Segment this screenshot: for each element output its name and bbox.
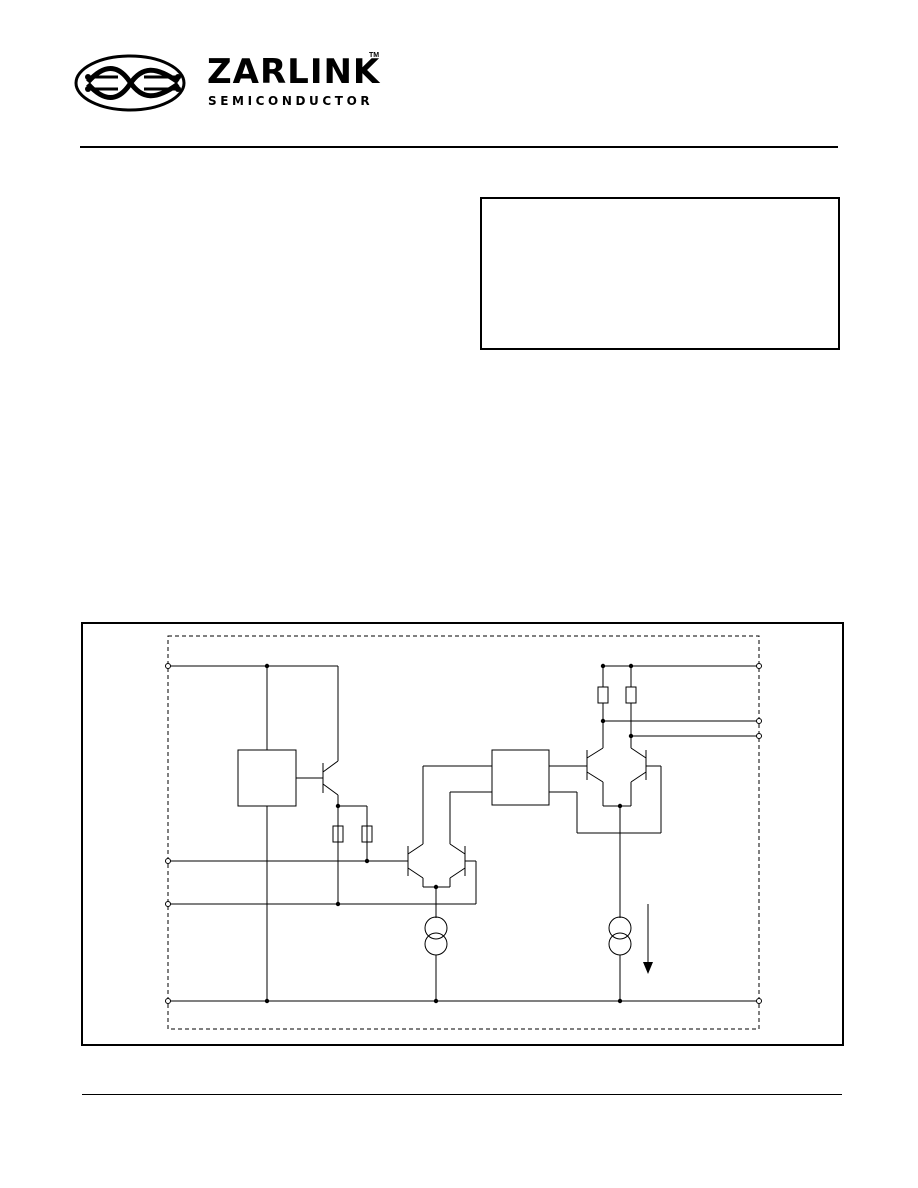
zarlink-logo-mark-icon [74,54,186,112]
footer-rule [82,1094,842,1095]
chip-boundary [167,635,760,1030]
circuit-schematic [165,635,762,1030]
info-box [480,197,840,350]
terminal-input-b [165,901,171,907]
current-source-right-b [608,932,632,956]
terminal-bottom-right [756,998,762,1004]
terminal-output-a [756,718,762,724]
current-source-left-a [424,916,448,940]
terminal-output-b [756,733,762,739]
left-block [237,749,297,807]
brand-tagline: SEMICONDUCTOR [208,94,374,108]
current-source-right-a [608,916,632,940]
resistor-r2 [361,825,373,843]
brand-name: ZARLINK [207,52,381,92]
terminal-top-left [165,663,171,669]
current-source-left-b [424,932,448,956]
trademark-mark: TM [369,52,380,59]
figure-frame [81,622,844,1046]
resistor-r1 [332,825,344,843]
terminal-bottom-left [165,998,171,1004]
terminal-top-right [756,663,762,669]
resistor-r4 [625,686,637,704]
header-rule [80,146,838,148]
arrow-down-icon [643,962,653,974]
resistor-r3 [597,686,609,704]
terminal-input-a [165,858,171,864]
zarlink-logo: ZARLINK TM SEMICONDUCTOR [74,50,394,120]
middle-block [491,749,550,806]
